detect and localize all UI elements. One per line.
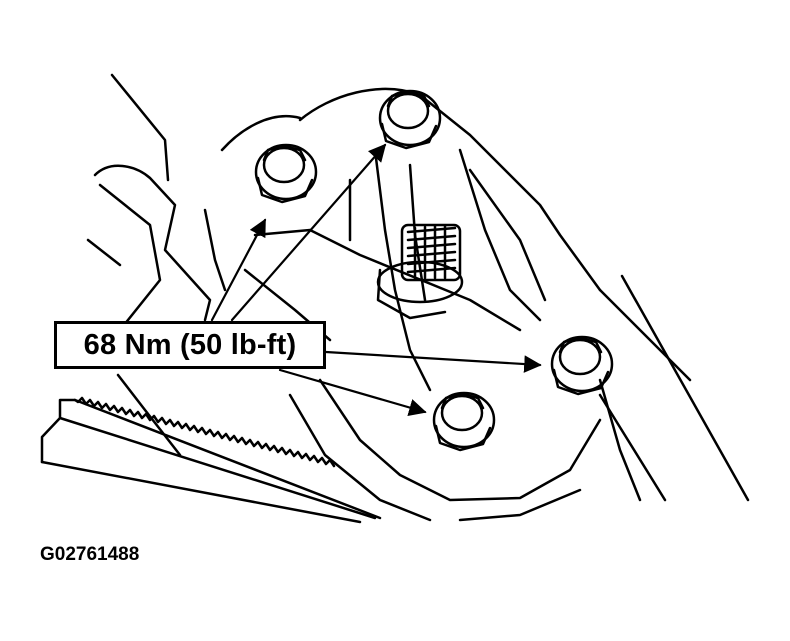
torque-callout-box: 68 Nm (50 lb-ft) (54, 321, 326, 369)
center-stud (376, 223, 464, 320)
frame-rail (40, 396, 382, 524)
torque-leader-arrows (210, 143, 542, 417)
figure-id-label: G02761488 (40, 544, 140, 565)
bolt-right (550, 335, 614, 396)
bolt-lower (432, 391, 496, 452)
bolt-upper-center (378, 89, 442, 150)
torque-callout-label: 68 Nm (50 lb-ft) (83, 328, 297, 361)
bolt-upper-left (254, 143, 318, 204)
background-lines (598, 274, 750, 502)
